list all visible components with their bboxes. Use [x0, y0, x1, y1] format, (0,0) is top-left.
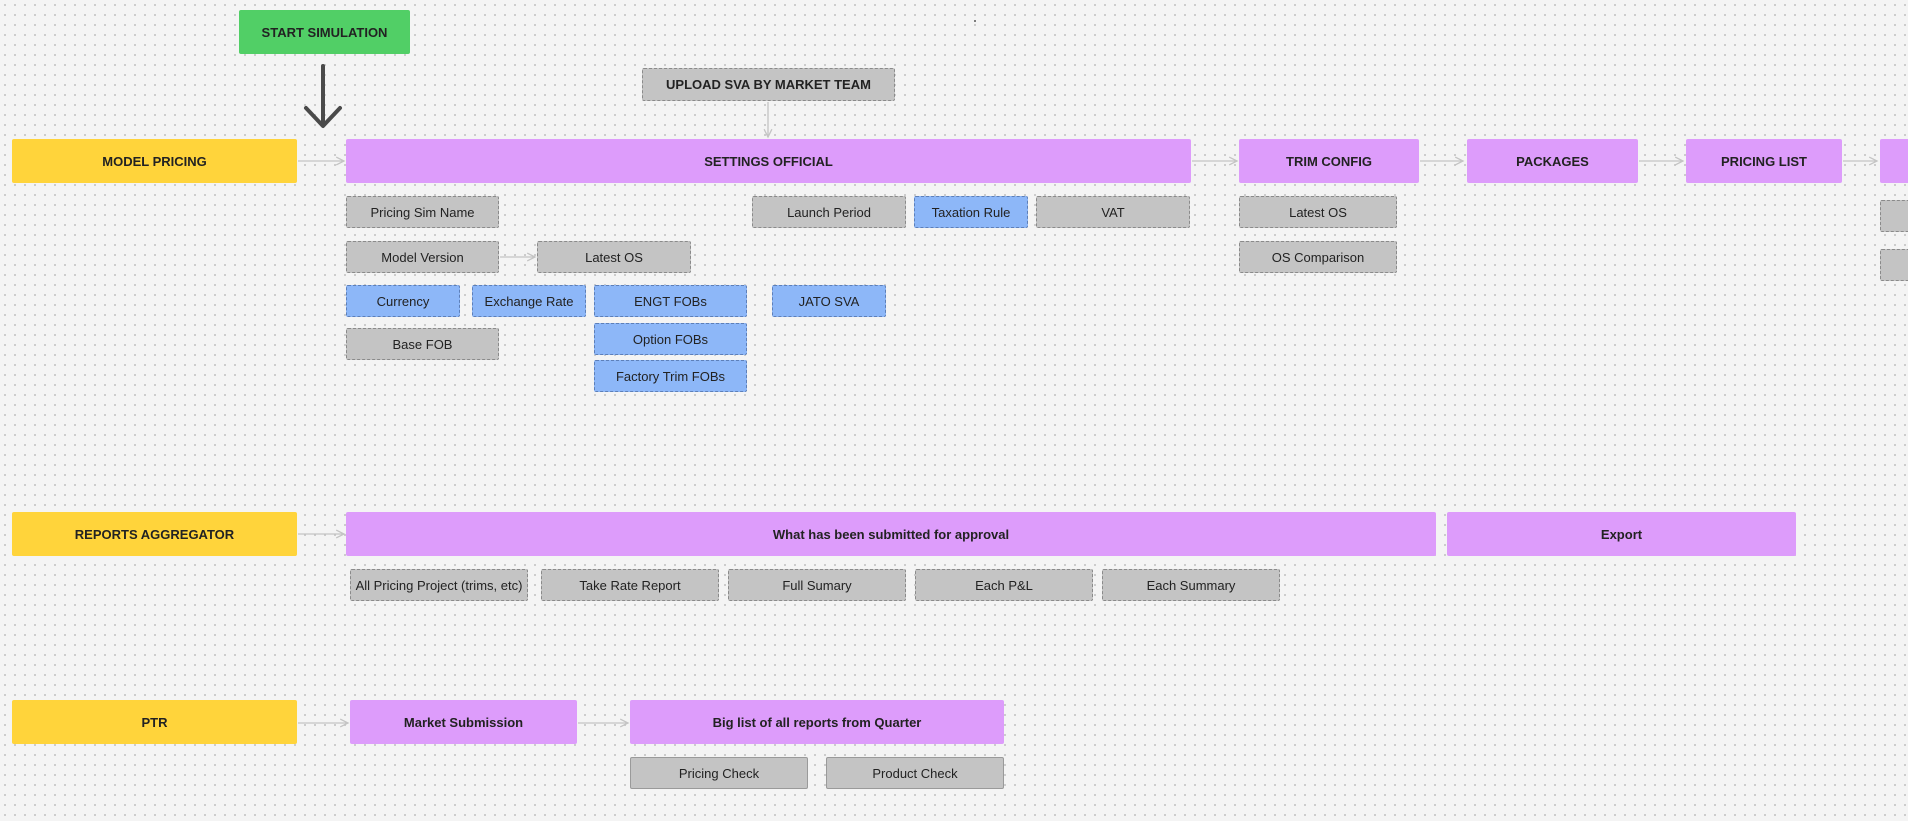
export-node[interactable]: Export	[1447, 512, 1796, 556]
submitted-approval-node[interactable]: What has been submitted for approval	[346, 512, 1436, 556]
exchange-rate-node[interactable]: Exchange Rate	[472, 285, 586, 317]
currency-node[interactable]: Currency	[346, 285, 460, 317]
trim-latest-os-node[interactable]: Latest OS	[1239, 196, 1397, 228]
os-comparison-node[interactable]: OS Comparison	[1239, 241, 1397, 273]
trim-config-node[interactable]: TRIM CONFIG	[1239, 139, 1419, 183]
jato-sva-node[interactable]: JATO SVA	[772, 285, 886, 317]
cropped-sub-node[interactable]	[1880, 200, 1908, 232]
take-rate-report-node[interactable]: Take Rate Report	[541, 569, 719, 601]
product-check-node[interactable]: Product Check	[826, 757, 1004, 789]
latest-os-node[interactable]: Latest OS	[537, 241, 691, 273]
taxation-rule-node[interactable]: Taxation Rule	[914, 196, 1028, 228]
settings-official-node[interactable]: SETTINGS OFFICIAL	[346, 139, 1191, 183]
all-pricing-project-node[interactable]: All Pricing Project (trims, etc)	[350, 569, 528, 601]
full-summary-node[interactable]: Full Sumary	[728, 569, 906, 601]
upload-sva-node[interactable]: UPLOAD SVA BY MARKET TEAM	[642, 68, 895, 101]
model-pricing-node[interactable]: MODEL PRICING	[12, 139, 297, 183]
pricing-list-node[interactable]: PRICING LIST	[1686, 139, 1842, 183]
engt-fobs-node[interactable]: ENGT FOBs	[594, 285, 747, 317]
start-simulation-node[interactable]: START SIMULATION	[239, 10, 410, 54]
each-summary-node[interactable]: Each Summary	[1102, 569, 1280, 601]
option-fobs-node[interactable]: Option FOBs	[594, 323, 747, 355]
cropped-sub-node[interactable]	[1880, 249, 1908, 281]
big-list-reports-node[interactable]: Big list of all reports from Quarter	[630, 700, 1004, 744]
base-fob-node[interactable]: Base FOB	[346, 328, 499, 360]
pricing-sim-name-node[interactable]: Pricing Sim Name	[346, 196, 499, 228]
cropped-node[interactable]	[1880, 139, 1908, 183]
vat-node[interactable]: VAT	[1036, 196, 1190, 228]
ptr-node[interactable]: PTR	[12, 700, 297, 744]
model-version-node[interactable]: Model Version	[346, 241, 499, 273]
each-pl-node[interactable]: Each P&L	[915, 569, 1093, 601]
stray-dot	[974, 20, 976, 22]
start-arrow	[304, 64, 342, 128]
market-submission-node[interactable]: Market Submission	[350, 700, 577, 744]
reports-aggregator-node[interactable]: REPORTS AGGREGATOR	[12, 512, 297, 556]
factory-trim-fobs-node[interactable]: Factory Trim FOBs	[594, 360, 747, 392]
packages-node[interactable]: PACKAGES	[1467, 139, 1638, 183]
launch-period-node[interactable]: Launch Period	[752, 196, 906, 228]
pricing-check-node[interactable]: Pricing Check	[630, 757, 808, 789]
